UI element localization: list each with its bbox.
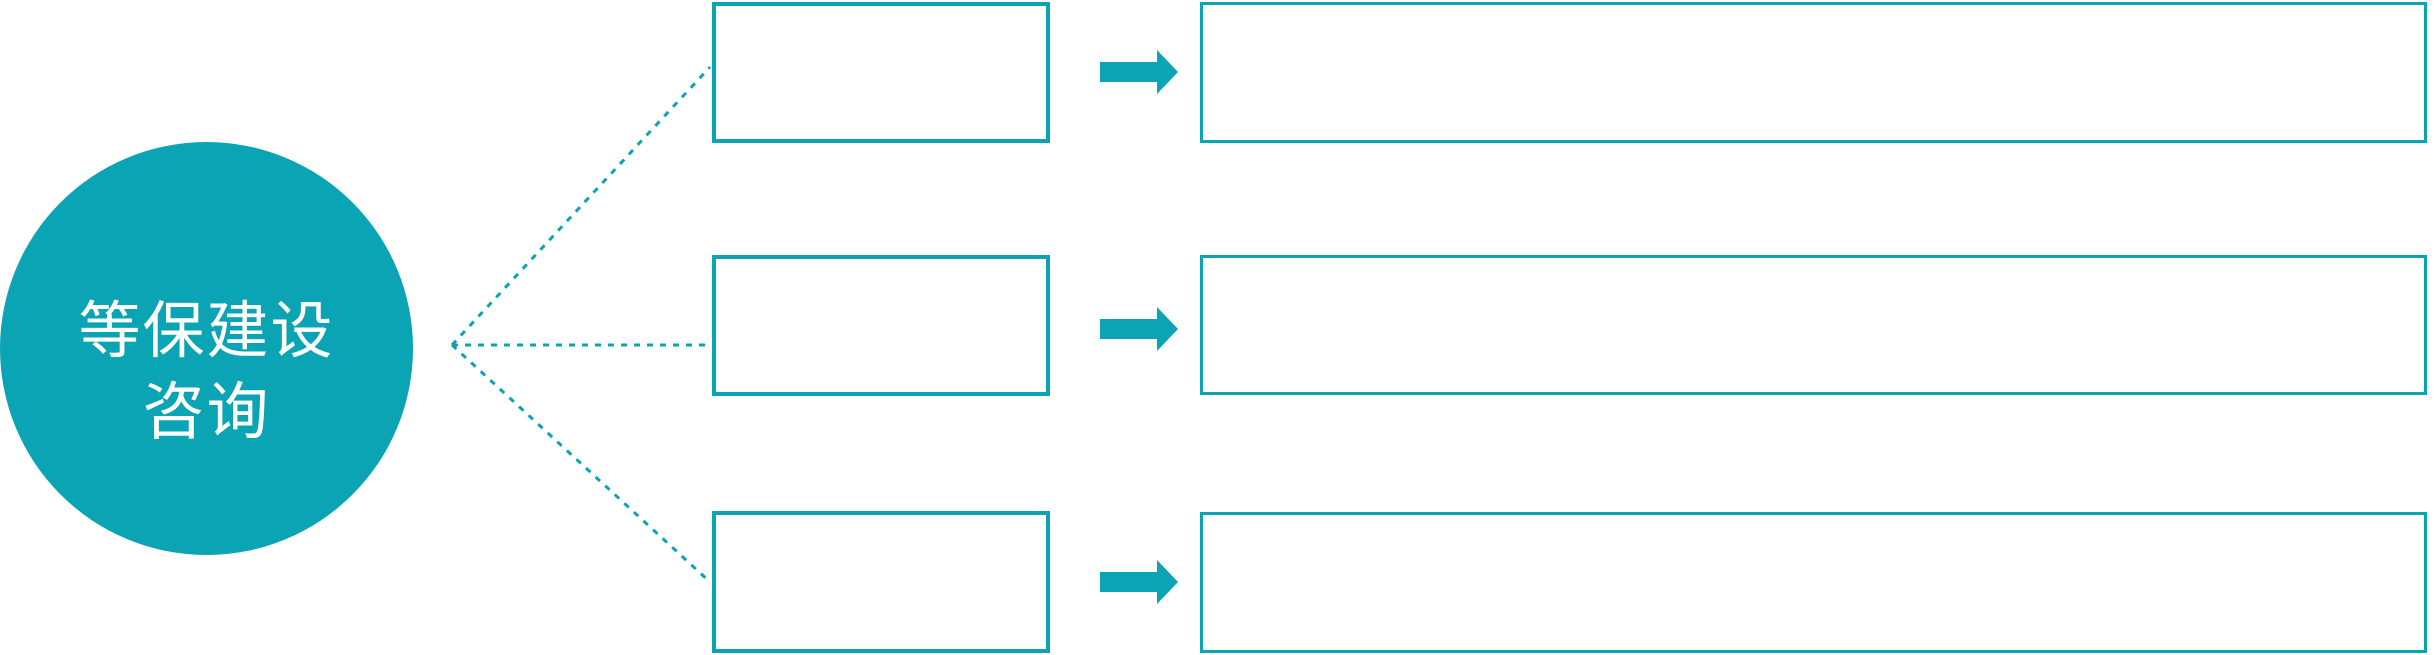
detail-box-1 [1200, 2, 2427, 143]
detail-box-2-label [1203, 258, 2424, 392]
detail-box-3-label [1203, 515, 2424, 650]
category-box-2-label [716, 259, 1046, 392]
detail-box-1-label [1203, 5, 2424, 140]
arrow-right-shape [1100, 307, 1178, 351]
topic-circle: 等保建设 咨询 [0, 142, 413, 555]
arrow-right-icon [1100, 307, 1178, 351]
arrow-right-icon [1100, 50, 1178, 94]
category-box-3-label [716, 515, 1046, 649]
arrow-right-shape [1100, 50, 1178, 94]
detail-box-3 [1200, 512, 2427, 653]
category-box-1 [712, 2, 1050, 143]
category-box-1-label [716, 6, 1046, 139]
dotted-connector-top [450, 65, 712, 347]
topic-label: 等保建设 咨询 [78, 292, 334, 453]
topic-label-line1: 等保建设 [78, 296, 335, 366]
dotted-connector-bottom [450, 343, 712, 584]
arrow-right-icon [1100, 560, 1178, 604]
detail-box-2 [1200, 255, 2427, 395]
category-box-3 [712, 511, 1050, 653]
arrow-right-shape [1100, 560, 1178, 604]
topic-label-line2: 咨询 [142, 377, 271, 447]
category-box-2 [712, 255, 1050, 396]
